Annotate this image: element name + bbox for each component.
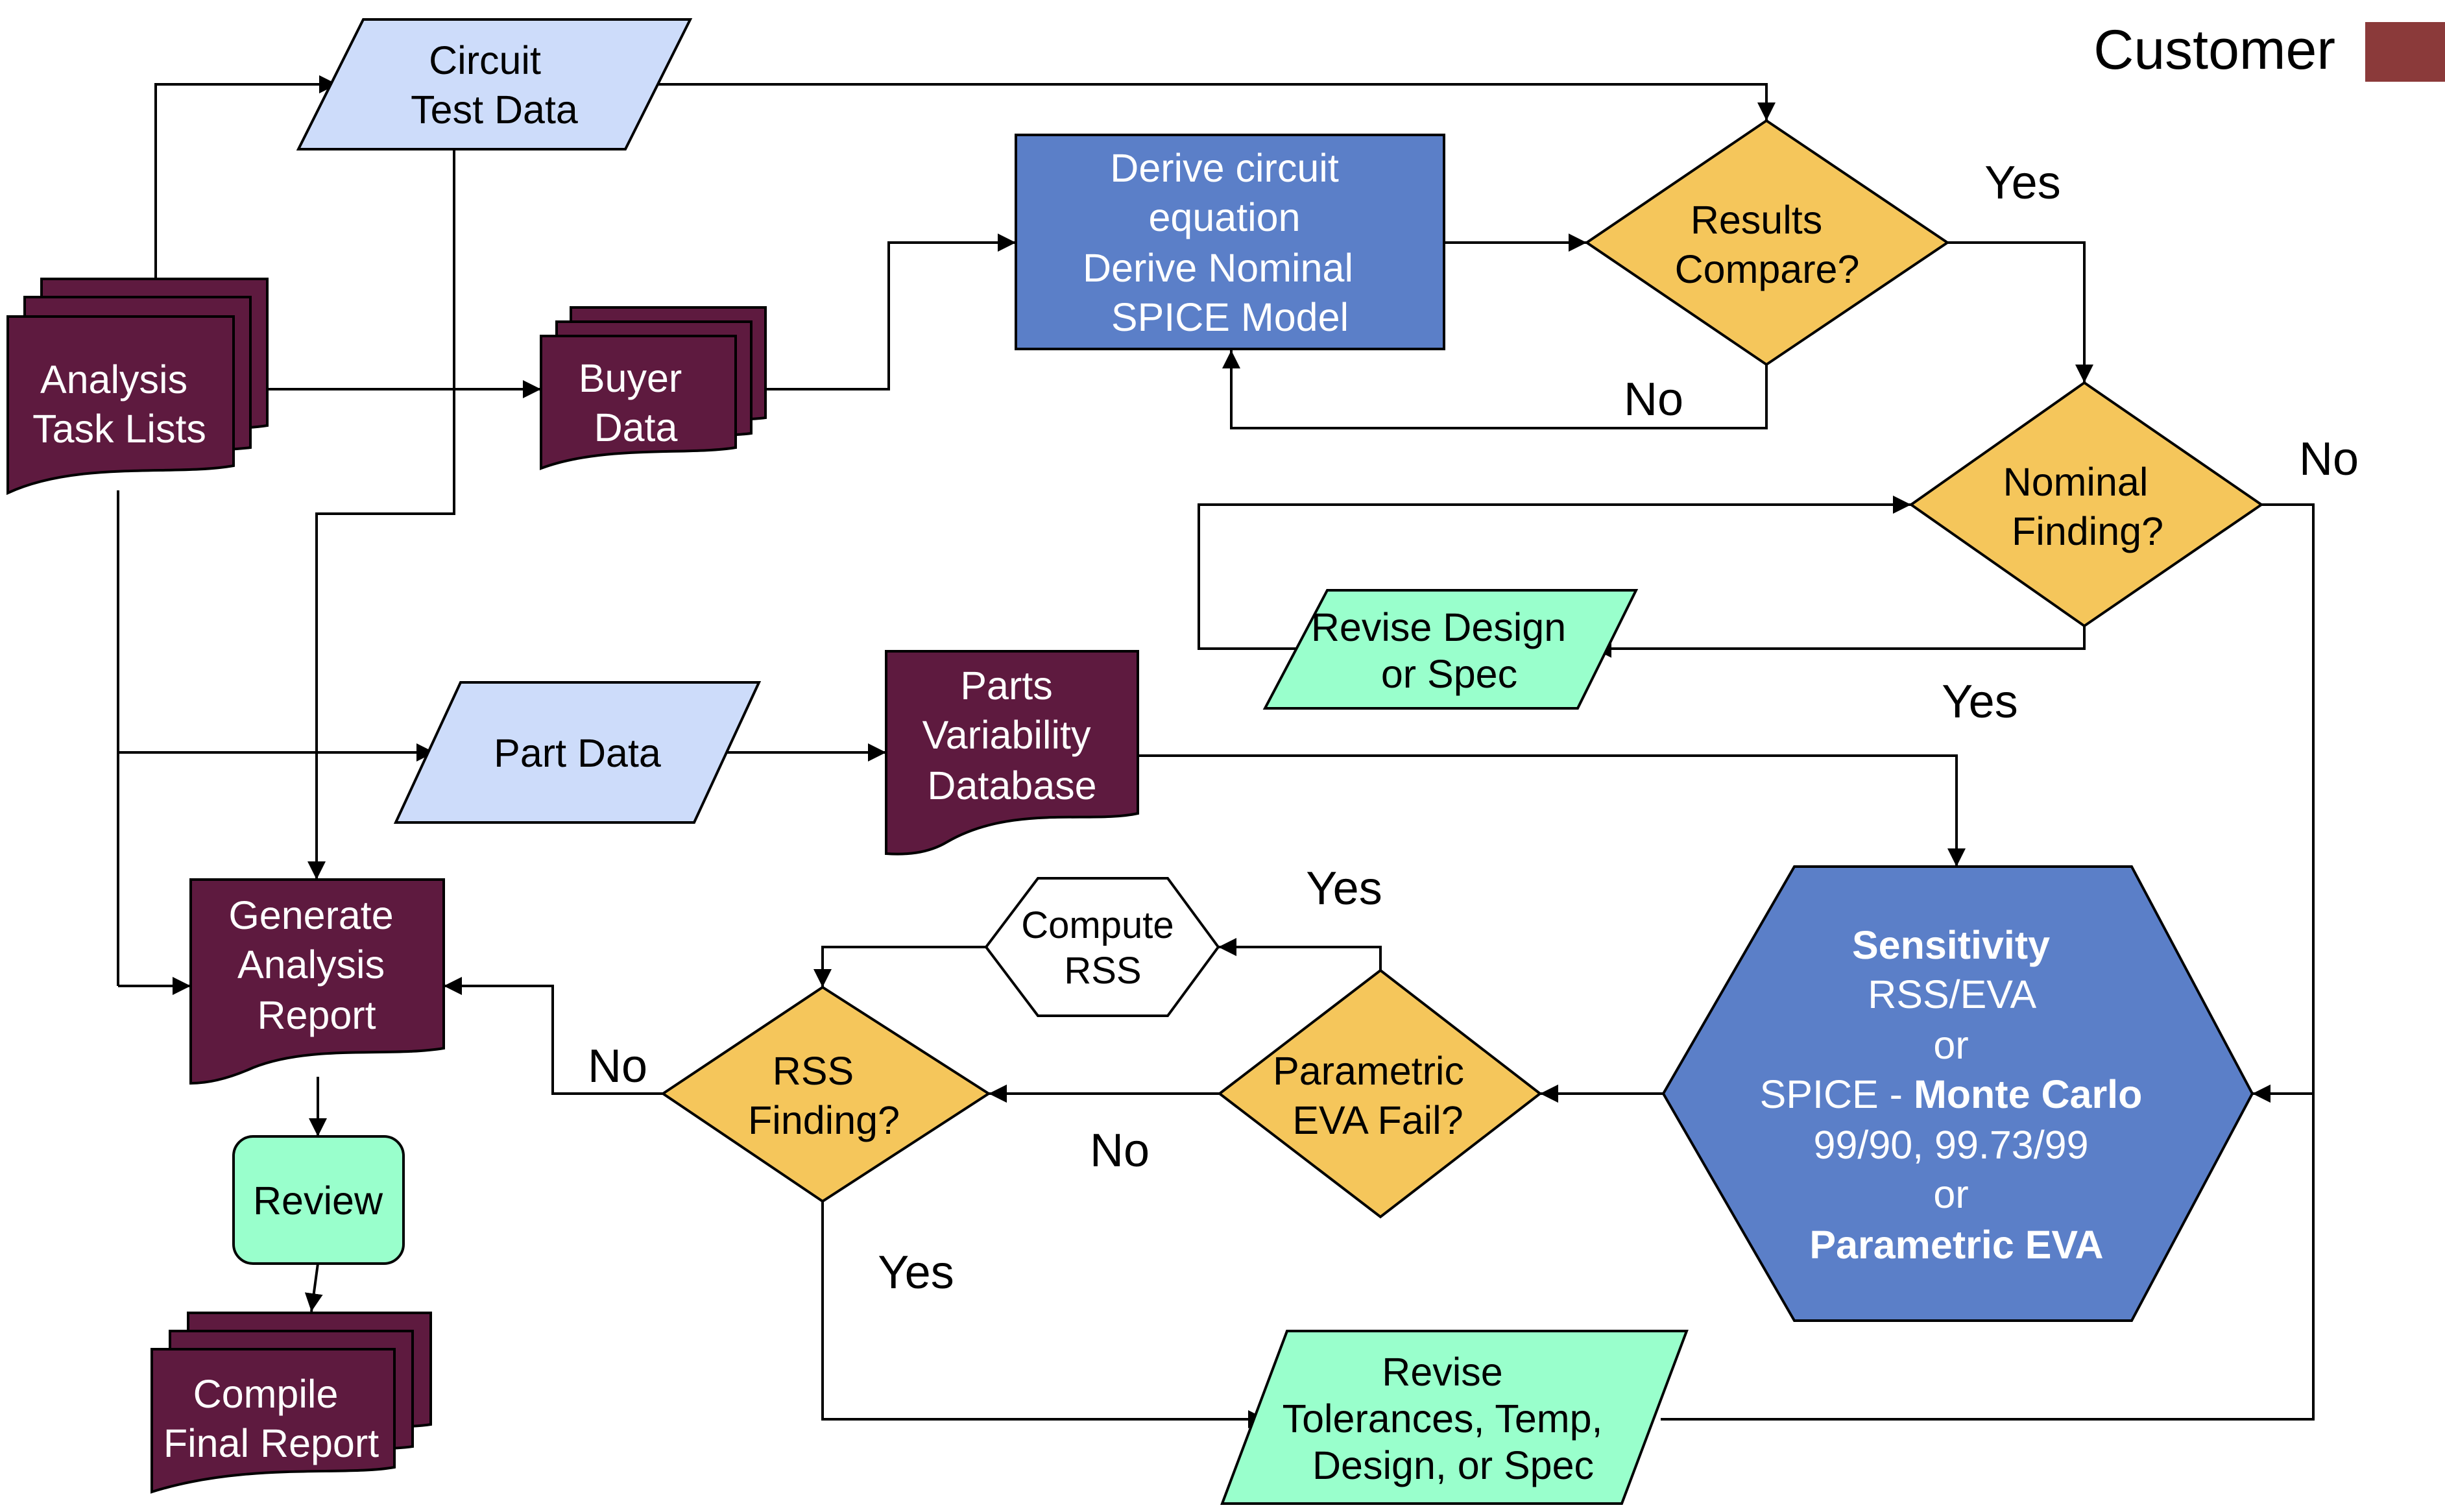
edge-circuit-test-data-to-results-compare bbox=[649, 83, 1776, 121]
node-review-label: Review bbox=[253, 1179, 383, 1223]
node-parametric-eva-fail-label: Parametric EVA Fail? bbox=[1273, 1049, 1475, 1142]
node-analysis-task-lists[interactable]: Analysis Task Lists bbox=[6, 278, 269, 496]
node-parts-variability-label: Parts Variability Database bbox=[922, 664, 1102, 808]
edge-buyer-data-to-derive bbox=[765, 234, 1016, 390]
node-derive-circuit[interactable]: Derive circuit equation Derive Nominal S… bbox=[1015, 134, 1445, 350]
node-part-data-label: Part Data bbox=[494, 731, 661, 775]
node-results-compare[interactable]: Results Compare? bbox=[1584, 119, 1950, 366]
node-analysis-task-lists-label: Analysis Task Lists bbox=[32, 357, 206, 451]
node-derive-circuit-label: Derive circuit equation Derive Nominal S… bbox=[1083, 146, 1364, 339]
legend-swatch bbox=[2365, 22, 2445, 82]
label-results-no: No bbox=[1624, 374, 1683, 426]
node-generate-report[interactable]: Generate Analysis Report bbox=[189, 878, 445, 1085]
label-eva-no: No bbox=[1090, 1125, 1150, 1177]
edge-revise-design-to-nominal bbox=[1198, 496, 1911, 650]
node-rss-finding-label: RSS Finding? bbox=[748, 1049, 900, 1142]
node-results-compare-label: Results Compare? bbox=[1675, 198, 1860, 291]
node-sensitivity[interactable]: Sensitivity RSS/EVA or SPICE - Monte Car… bbox=[1661, 865, 2254, 1322]
node-revise-tolerances[interactable]: Revise Tolerances, Temp, Design, or Spec bbox=[1220, 1330, 1689, 1505]
label-eva-yes: Yes bbox=[1306, 863, 1382, 915]
legend: Customer bbox=[2093, 19, 2445, 82]
node-part-data[interactable]: Part Data bbox=[393, 681, 762, 824]
legend-label: Customer bbox=[2093, 19, 2335, 81]
edge-review-to-compile bbox=[304, 1263, 323, 1312]
edge-rss-yes-to-revise-tolerances bbox=[821, 1201, 1266, 1428]
node-compile-final[interactable]: Compile Final Report bbox=[151, 1312, 432, 1494]
node-review[interactable]: Review bbox=[232, 1135, 405, 1265]
node-compute-rss[interactable]: Compute RSS bbox=[984, 877, 1220, 1017]
node-nominal-finding[interactable]: Nominal Finding? bbox=[1909, 381, 2264, 628]
node-compute-rss-label: Compute RSS bbox=[1021, 904, 1184, 992]
node-generate-report-label: Generate Analysis Report bbox=[228, 893, 404, 1037]
edge-results-yes-to-nominal bbox=[1947, 241, 2093, 383]
edge-eva-yes-to-compute-rss bbox=[1218, 938, 1382, 970]
node-circuit-test-data-label: Circuit Test Data bbox=[411, 38, 578, 132]
label-nominal-yes: Yes bbox=[1942, 676, 2017, 728]
edge-nominal-no-to-sensitivity bbox=[2252, 503, 2315, 1103]
node-revise-design-label: Revise Design or Spec bbox=[1311, 605, 1577, 696]
label-nominal-no: No bbox=[2299, 433, 2359, 485]
node-parts-variability[interactable]: Parts Variability Database bbox=[885, 650, 1139, 856]
node-rss-finding[interactable]: RSS Finding? bbox=[660, 985, 991, 1203]
node-revise-design[interactable]: Revise Design or Spec bbox=[1262, 589, 1639, 710]
label-results-yes: Yes bbox=[1984, 157, 2060, 209]
edge-circuit-test-data-to-generate-report bbox=[307, 149, 455, 880]
node-compile-final-label: Compile Final Report bbox=[163, 1372, 379, 1465]
node-nominal-finding-label: Nominal Finding? bbox=[2003, 460, 2163, 553]
edge-results-no-to-derive bbox=[1222, 350, 1768, 429]
node-circuit-test-data[interactable]: Circuit Test Data bbox=[296, 18, 693, 150]
label-rss-yes: Yes bbox=[878, 1247, 954, 1299]
edge-compute-rss-to-rss-finding bbox=[813, 946, 986, 987]
connectors bbox=[117, 75, 2315, 1428]
node-parametric-eva-fail[interactable]: Parametric EVA Fail? bbox=[1217, 968, 1543, 1219]
edge-revise-tolerances-to-sensitivity bbox=[1661, 1094, 2315, 1421]
edge-tasks-to-circuit-test-data bbox=[154, 75, 337, 279]
node-sensitivity-label: Sensitivity RSS/EVA or SPICE - Monte Car… bbox=[1760, 923, 2154, 1267]
edge-nominal-yes-to-revise-design bbox=[1593, 626, 2086, 658]
node-revise-tolerances-label: Revise Tolerances, Temp, Design, or Spec bbox=[1283, 1350, 1614, 1487]
node-buyer-data[interactable]: Buyer Data bbox=[540, 306, 767, 470]
edge-rss-no-to-generate-report bbox=[444, 977, 663, 1095]
node-buyer-data-label: Buyer Data bbox=[579, 356, 693, 450]
label-rss-no: No bbox=[588, 1040, 647, 1092]
edge-parts-db-to-sensitivity bbox=[1138, 754, 1966, 867]
edge-labels: Yes No No Yes Yes No No Yes bbox=[588, 157, 2359, 1299]
